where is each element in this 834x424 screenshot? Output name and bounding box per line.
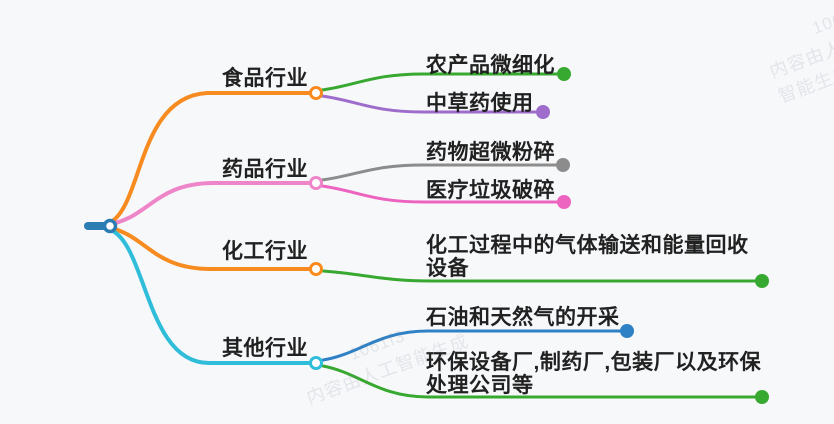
other-industry-handle-icon[interactable]: [309, 356, 323, 370]
leaf-line-gas-transport-energy-recovery: [321, 269, 757, 283]
leaf-node-environmental-companies[interactable]: 环保设备厂,制药厂,包装厂以及环保 处理公司等: [426, 351, 762, 397]
drug-grinding-endpoint-dot-icon[interactable]: [556, 158, 570, 172]
branch-line-food-industry: [109, 91, 311, 224]
chemical-industry-handle-icon[interactable]: [309, 262, 323, 276]
root-handle-icon[interactable]: [102, 218, 118, 234]
branch-line-pharma-industry: [109, 181, 311, 226]
leaf-line-environmental-companies: [321, 364, 757, 399]
environmental-endpoint-dot-icon[interactable]: [755, 390, 769, 404]
branch-node-chemical-industry[interactable]: 化工行业: [222, 240, 308, 263]
pharma-industry-handle-icon[interactable]: [309, 176, 323, 190]
leaf-line-drug-superfine-grinding: [320, 163, 558, 182]
leaf-line-agri-product-micronization: [320, 72, 559, 92]
leaf-line-oil-gas-extraction: [321, 329, 622, 362]
branch-line-other-industry: [109, 228, 312, 365]
branch-node-other-industry[interactable]: 其他行业: [222, 337, 308, 360]
leaf-node-gas-transport-energy-recovery[interactable]: 化工过程中的气体输送和能量回收 设备: [426, 234, 749, 280]
leaf-node-medical-waste-crushing[interactable]: 医疗垃圾破碎: [426, 179, 555, 202]
herbal-medicine-endpoint-dot-icon[interactable]: [536, 105, 550, 119]
leaf-line-medical-waste-crushing: [320, 184, 559, 204]
leaf-node-herbal-medicine-use[interactable]: 中草药使用: [426, 92, 534, 115]
leaf-line-herbal-medicine-use: [320, 94, 538, 114]
food-industry-handle-icon[interactable]: [309, 86, 323, 100]
medical-waste-endpoint-dot-icon[interactable]: [557, 195, 571, 209]
leaf-node-drug-superfine-grinding[interactable]: 药物超微粉碎: [426, 141, 555, 164]
oil-gas-endpoint-dot-icon[interactable]: [620, 324, 634, 338]
leaf-node-agri-product-micronization[interactable]: 农产品微细化: [426, 54, 555, 77]
branch-node-food-industry[interactable]: 食品行业: [222, 67, 308, 90]
gas-transport-endpoint-dot-icon[interactable]: [755, 274, 769, 288]
agri-product-endpoint-dot-icon[interactable]: [557, 67, 571, 81]
leaf-node-oil-gas-extraction[interactable]: 石油和天然气的开采: [426, 306, 620, 329]
branch-line-chemical-industry: [109, 226, 312, 271]
branch-node-pharma-industry[interactable]: 药品行业: [222, 158, 308, 181]
